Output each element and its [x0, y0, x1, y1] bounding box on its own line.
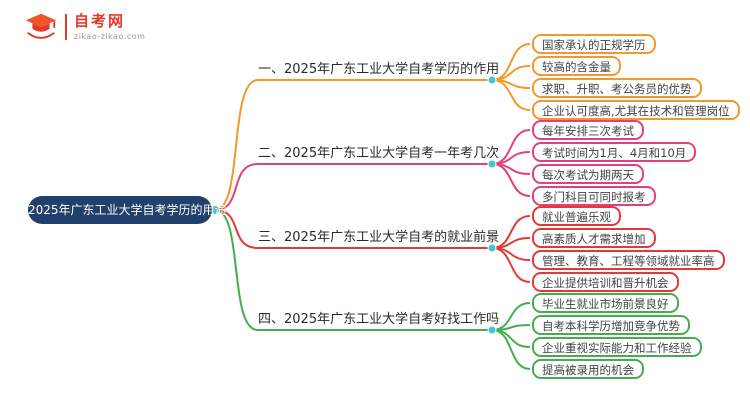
- child-node: 高素质人才需求增加: [532, 228, 656, 248]
- child-node: 每年安排三次考试: [532, 120, 644, 140]
- child-node: 毕业生就业市场前景良好: [532, 293, 679, 313]
- child-node: 考试时间为1月、4月和10月: [532, 142, 697, 162]
- child-node: 每次考试为期两天: [532, 164, 644, 184]
- branch-4-label: 四、2025年广东工业大学自考好找工作吗: [258, 312, 500, 327]
- logo-text: 自考网 zikao-zikao.com: [74, 12, 146, 42]
- child-node: 管理、教育、工程等领域就业率高: [532, 250, 725, 270]
- root-node: 2025年广东工业大学自考学历的用途: [28, 196, 227, 224]
- logo-subtitle: zikao-zikao.com: [74, 32, 146, 41]
- child-node: 就业普遍乐观: [532, 206, 621, 226]
- branch-1-label: 一、2025年广东工业大学自考学历的作用: [258, 62, 500, 77]
- junction-dot: [487, 325, 497, 335]
- logo: 自考网 zikao-zikao.com: [22, 8, 145, 46]
- branch-3-label: 三、2025年广东工业大学自考的就业前景: [258, 230, 500, 245]
- junction-dot: [487, 159, 497, 169]
- logo-divider: [65, 14, 67, 40]
- junction-dot: [487, 75, 497, 85]
- child-node: 企业认可度高,尤其在技术和管理岗位: [532, 100, 740, 120]
- child-node: 较高的含金量: [532, 56, 621, 76]
- child-node: 自考本科学历增加竞争优势: [532, 315, 690, 335]
- logo-title: 自考网: [74, 12, 126, 30]
- child-node: 求职、升职、考公务员的优势: [532, 78, 702, 98]
- branch-2-label: 二、2025年广东工业大学自考一年考几次: [258, 146, 500, 161]
- child-node: 提高被录用的机会: [532, 359, 644, 379]
- graduation-cap-icon: [25, 13, 57, 39]
- child-node: 多门科目可同时报考: [532, 186, 656, 206]
- child-node: 企业重视实际能力和工作经验: [532, 337, 702, 357]
- junction-dot: [487, 243, 497, 253]
- child-node: 企业提供培训和晋升机会: [532, 272, 679, 292]
- child-node: 国家承认的正规学历: [532, 34, 656, 54]
